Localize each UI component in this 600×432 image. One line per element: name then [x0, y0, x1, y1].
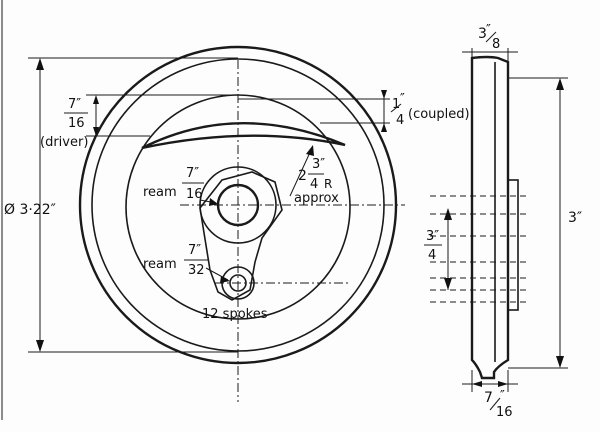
hub-num: 3″ [426, 229, 439, 244]
flange-inch: ″ [500, 389, 505, 404]
radius-den: 4 [310, 177, 318, 192]
coupled-den: 4 [396, 113, 404, 128]
ream-word-2: ream [143, 257, 177, 272]
radius-whole: 2 [298, 168, 307, 184]
balance-weight [141, 122, 346, 150]
width-num: 3 [478, 26, 487, 42]
ream1-den: 16 [186, 187, 203, 202]
driver-tag: (driver) [40, 135, 88, 150]
coupled-inch: ″ [400, 92, 405, 107]
side-height-dimension: 3″ [508, 77, 582, 369]
front-view [78, 45, 405, 402]
flange-num: 7 [484, 390, 493, 406]
approx-label: approx [294, 191, 339, 206]
radius-r: R [324, 177, 332, 191]
coupled-flange-dimension: 1 4 ″ (coupled) [238, 90, 470, 132]
side-rim [470, 55, 510, 380]
side-flange-dimension: 7 16 ″ [462, 370, 518, 420]
spokes-label: 12 spokes [202, 307, 268, 322]
coupled-tag: (coupled) [408, 107, 470, 122]
width-inch: ″ [486, 23, 491, 38]
coupled-num: 1 [392, 97, 400, 112]
ream2-num: 7″ [188, 243, 201, 258]
ream-crankpin-note: ream 7″ 32 [143, 243, 230, 283]
driver-flange-dimension: 7″ 16 (driver) [40, 94, 230, 150]
outer-diameter-dimension: Ø 3·22″ [4, 57, 238, 353]
hub-den: 4 [428, 248, 436, 263]
side-width-dimension: 3 8 ″ [462, 23, 518, 62]
driver-den: 16 [68, 116, 85, 131]
side-view [430, 55, 530, 380]
driver-num: 7″ [68, 97, 81, 112]
flange-den: 16 [496, 405, 513, 420]
ream-axle-note: ream 7″ 16 [143, 166, 218, 206]
ream2-den: 32 [188, 263, 205, 278]
radius-num: 3″ [312, 157, 325, 172]
width-den: 8 [492, 37, 500, 52]
outer-diameter-label: Ø 3·22″ [4, 202, 56, 218]
height-label: 3″ [568, 210, 582, 226]
crank-web [199, 171, 283, 301]
radius-dimension: 2 3″ 4 R approx [289, 145, 339, 206]
ream1-num: 7″ [186, 166, 199, 181]
ream-word-1: ream [143, 185, 177, 200]
side-hub [507, 179, 519, 311]
side-hub-dimension: 3″ 4 [424, 208, 452, 290]
